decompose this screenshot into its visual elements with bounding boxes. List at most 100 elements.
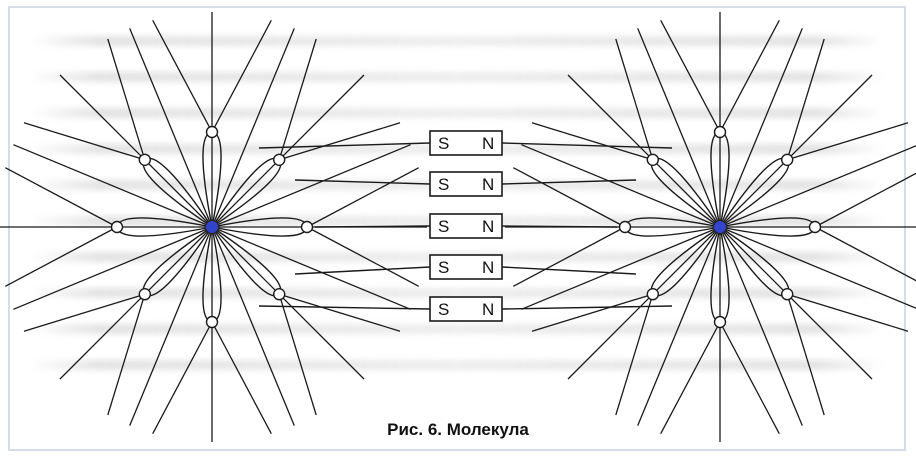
petal-node — [646, 288, 659, 301]
branch-line — [23, 293, 145, 332]
branch-line — [306, 226, 420, 287]
petal-node — [110, 220, 124, 234]
branch-line — [660, 19, 721, 133]
radial-line — [637, 226, 721, 426]
radial-line — [211, 74, 365, 228]
radial-line — [719, 74, 873, 228]
branch-line — [152, 321, 213, 435]
bond-line-right — [501, 305, 673, 310]
petal-node — [646, 153, 659, 167]
petal-node — [138, 153, 152, 167]
atom-left — [0, 12, 427, 442]
radial-line — [129, 28, 213, 228]
radial-line — [567, 74, 721, 228]
branch-line — [306, 167, 420, 228]
branch-line — [107, 294, 146, 416]
magnet-south-pole-label: S — [438, 258, 449, 277]
branch-line — [512, 226, 626, 287]
radial-line — [211, 226, 295, 426]
figure-caption: Рис. 6. Молекула — [387, 420, 529, 439]
radial-line — [719, 226, 873, 380]
branch-line — [4, 167, 118, 228]
magnet-box — [429, 254, 503, 280]
petal-node — [618, 220, 632, 234]
branch-line — [512, 167, 626, 228]
petal-node — [273, 153, 286, 167]
branch-line — [279, 122, 401, 161]
bond-line-right — [501, 179, 637, 185]
radial-line — [719, 145, 916, 228]
branch-line — [211, 19, 272, 133]
radial-line — [211, 226, 365, 380]
radial-line — [637, 28, 721, 228]
branch-line — [787, 293, 909, 332]
petal-node — [781, 288, 794, 301]
magnet-south-pole-label: S — [438, 134, 449, 153]
radial-line — [13, 144, 213, 228]
magnet-north-pole-label: N — [482, 258, 494, 277]
radial-line — [719, 226, 916, 309]
bond-line-right — [501, 225, 618, 228]
petal-node — [205, 315, 219, 329]
petal-node — [781, 153, 794, 167]
bond-line-right — [501, 142, 673, 149]
branch-line — [279, 293, 401, 332]
branch-line — [107, 38, 146, 160]
branch-line — [814, 172, 916, 228]
bond-line-left — [314, 225, 431, 228]
magnet-south-pole-label: S — [438, 217, 449, 236]
radial-line — [567, 226, 721, 380]
radial-line — [211, 144, 411, 228]
branch-line — [278, 38, 317, 160]
branch-line — [719, 321, 780, 435]
branch-line — [787, 122, 909, 161]
radial-line — [211, 28, 295, 228]
nucleus-dot — [714, 221, 726, 233]
petal-node — [808, 220, 822, 234]
bond-line-left — [294, 266, 431, 275]
branch-line — [152, 19, 213, 133]
branch-line — [531, 122, 653, 161]
branch-line — [531, 293, 653, 332]
radial-line — [211, 226, 411, 310]
magnet-south-pole-label: S — [438, 300, 449, 319]
branch-line — [211, 321, 272, 435]
magnet-north-pole-label: N — [482, 175, 494, 194]
magnet-box — [429, 171, 503, 197]
bond-line-right — [501, 266, 637, 275]
magnet-north-pole-label: N — [482, 217, 494, 236]
radial-line — [129, 226, 213, 426]
radial-line — [521, 226, 721, 310]
radial-line — [59, 226, 213, 380]
branch-line — [786, 294, 825, 416]
branch-line — [278, 294, 317, 416]
branch-line — [814, 226, 916, 282]
branch-line — [4, 226, 118, 287]
branch-line — [719, 19, 780, 133]
atom-right — [505, 12, 916, 442]
magnet-south-pole-label: S — [438, 175, 449, 194]
nucleus-dot — [206, 221, 218, 233]
magnets-column: S N S N S N S N S N — [429, 130, 503, 322]
petal-node — [205, 125, 219, 139]
petal-node — [713, 315, 727, 329]
bond-line-left — [258, 305, 431, 310]
magnet-north-pole-label: N — [482, 134, 494, 153]
branch-line — [23, 122, 145, 161]
petal-node — [273, 288, 286, 301]
magnet-box — [429, 213, 503, 239]
branch-line — [660, 321, 721, 435]
radial-line — [13, 226, 213, 310]
radial-line — [59, 74, 213, 228]
radial-line — [719, 28, 803, 228]
branch-line — [615, 38, 654, 160]
bond-line-left — [294, 179, 431, 185]
magnet-box — [429, 296, 503, 322]
magnet-north-pole-label: N — [482, 300, 494, 319]
radial-line — [521, 144, 721, 228]
petal-node — [138, 288, 152, 301]
radial-line — [719, 226, 803, 426]
bond-line-left — [258, 142, 431, 149]
bond-lines — [258, 142, 673, 310]
